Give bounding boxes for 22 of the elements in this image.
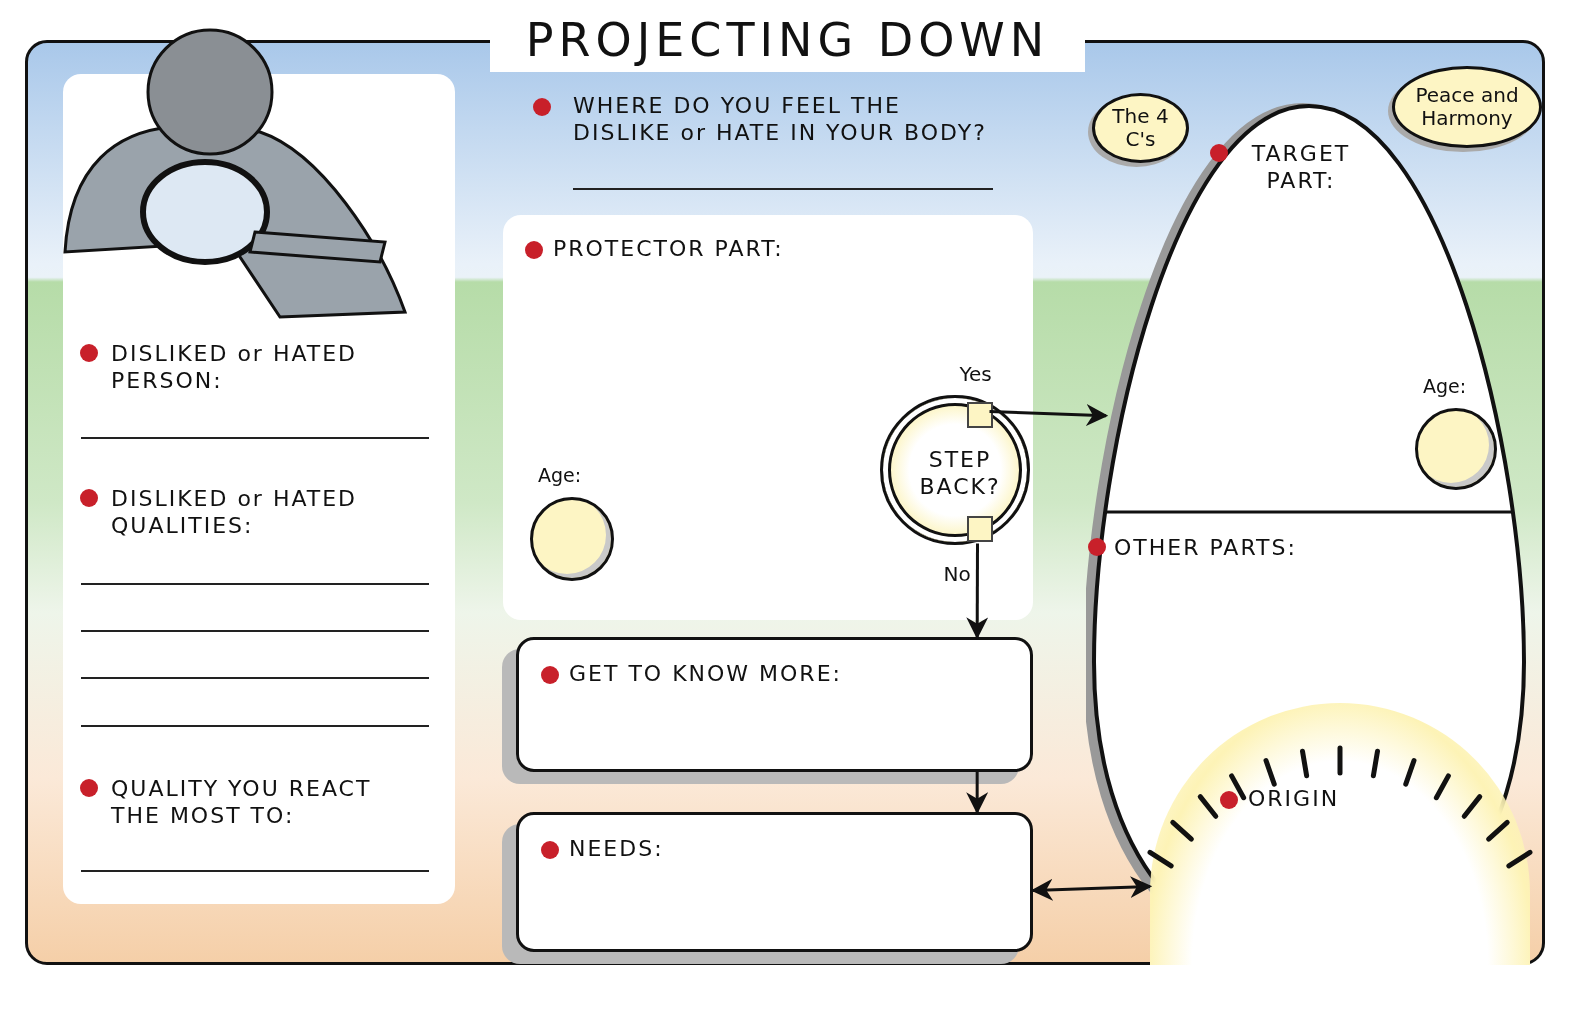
form-prompt: TARGET PART:	[1250, 140, 1352, 194]
form-prompt: OTHER PARTS:	[1114, 534, 1298, 561]
age-label: Age:	[1423, 375, 1467, 397]
form-prompt: NEEDS:	[569, 835, 665, 862]
arrow	[1030, 876, 1153, 901]
question-text: WHERE DO YOU FEEL THE DISLIKE or HATE IN YOUR BODY?	[573, 92, 988, 146]
note-text: Peace and Harmony	[1414, 84, 1520, 130]
form-panel	[503, 215, 1033, 620]
arrow	[966, 772, 989, 815]
step-back-text: STEP BACK?	[918, 446, 1002, 500]
arrow	[989, 403, 1109, 426]
arrow	[966, 543, 989, 640]
form-prompt: DISLIKED or HATED PERSON:	[111, 340, 359, 394]
form-prompt: PROTECTOR PART:	[553, 235, 785, 262]
form-prompt: QUALITY YOU REACT THE MOST TO:	[111, 775, 373, 829]
edge-label: Yes	[959, 361, 992, 386]
edge-label: No	[943, 561, 971, 586]
age-label: Age:	[538, 464, 582, 486]
form-prompt: DISLIKED or HATED QUALITIES:	[111, 485, 359, 539]
note-text: The 4 C's	[1111, 105, 1170, 151]
form-prompt: ORIGIN	[1248, 785, 1341, 812]
form-prompt: GET TO KNOW MORE:	[569, 660, 843, 687]
